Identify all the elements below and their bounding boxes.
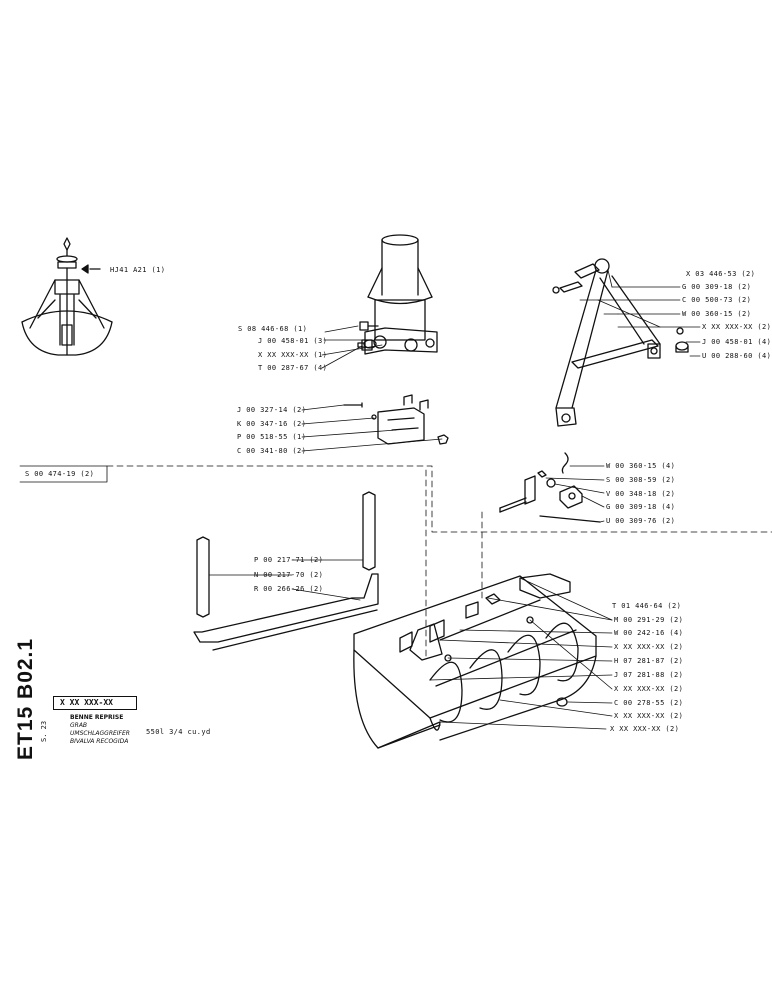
reference-lines [106, 465, 772, 657]
bar-label: R 00 266-26 (2) [254, 585, 324, 593]
bracket-label: K 00 347-16 (2) [237, 420, 307, 428]
pin-label: W 00 360-15 (4) [606, 462, 676, 470]
arm-drawing [552, 258, 689, 427]
bracket-label: C 00 341-80 (2) [237, 447, 307, 455]
top-left-label: HJ41 A21 (1) [110, 266, 166, 274]
sheet-sub-code: S. 23 [40, 720, 48, 742]
part-number-box: X XX XXX-XX [53, 696, 137, 710]
bracket-label: P 00 518-55 (1) [237, 433, 307, 441]
bucket-drawing [353, 573, 597, 749]
arm-label: X 03 446-53 (2) [686, 270, 756, 278]
bar-label: P 00 217-71 (2) [254, 556, 324, 564]
left-ref-label: S 00 474-19 (2) [25, 470, 95, 478]
description-es: BIVALVA RECOGIDA [70, 738, 129, 745]
bucket-label: C 00 278-55 (2) [614, 699, 684, 707]
rotator-label: S 08 446-68 (1) [238, 325, 308, 333]
bucket-label: J 07 281-88 (2) [614, 671, 684, 679]
sheet-code: ET15 B02.1 [14, 637, 37, 760]
description-de: UMSCHLAGGREIFER [70, 730, 130, 737]
ref-box [19, 465, 108, 483]
arm-label: G 00 309-18 (2) [682, 283, 752, 291]
bucket-label: X XX XXX-XX (2) [610, 725, 680, 733]
rotator-label: T 00 287-67 (4) [258, 364, 328, 372]
bucket-label: M 00 291-29 (2) [614, 616, 684, 624]
capacity-label: 550l 3/4 cu.yd [146, 728, 211, 736]
bracket-label: J 00 327-14 (2) [237, 406, 307, 414]
leader-lines [208, 269, 701, 730]
arm-label: W 00 360-15 (2) [682, 310, 752, 318]
pin-label: S 00 308-59 (2) [606, 476, 676, 484]
grab-overview-drawing [21, 237, 113, 356]
arm-label: X XX XXX-XX (2) [702, 323, 772, 331]
arm-label: J 00 458-01 (4) [702, 338, 772, 346]
pins-drawing [499, 452, 601, 523]
bucket-label: H 07 281-87 (2) [614, 657, 684, 665]
rotator-label: X XX XXX-XX (1) [258, 351, 328, 359]
bars-drawing [193, 491, 379, 651]
pin-label: V 00 348-18 (2) [606, 490, 676, 498]
pin-label: G 00 309-18 (4) [606, 503, 676, 511]
rotator-label: J 00 458-01 (3) [258, 337, 328, 345]
description-fr: BENNE REPRISE [70, 714, 124, 721]
bucket-label: X XX XXX-XX (2) [614, 685, 684, 693]
bracket-drawing [343, 394, 449, 445]
rotator-drawing [357, 234, 438, 355]
arm-label: C 00 500-73 (2) [682, 296, 752, 304]
pin-label: U 00 309-76 (2) [606, 517, 676, 525]
bar-label: N 00 217-70 (2) [254, 571, 324, 579]
arm-label: U 00 288-60 (4) [702, 352, 772, 360]
bucket-label: X XX XXX-XX (2) [614, 643, 684, 651]
bucket-label: X XX XXX-XX (2) [614, 712, 684, 720]
part-number: X XX XXX-XX [60, 698, 113, 707]
description-en: GRAB [70, 722, 88, 729]
bucket-label: T 01 446-64 (2) [612, 602, 682, 610]
bucket-label: W 00 242-16 (4) [614, 629, 684, 637]
